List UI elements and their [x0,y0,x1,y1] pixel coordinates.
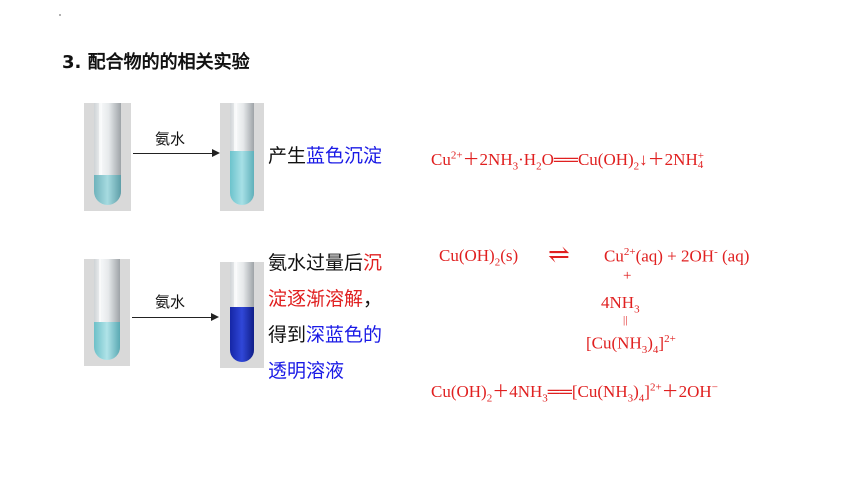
tube-image-after-2 [220,262,264,368]
equilibrium-arrow: ⇌ [548,240,570,269]
light-blue-precipitate [230,151,254,205]
reaction-arrow-1 [133,153,213,154]
light-blue-suspension [94,322,120,360]
section-heading: 3. 配合物的的相关实验 [62,52,250,73]
reaction-arrow-2 [132,317,212,318]
tube-image-before-2 [84,259,130,366]
equation-1: Cu2+＋2NH3·H2O══Cu(OH)2↓＋2NH+4 [431,149,704,173]
ammonia-term: 4NH3 [601,293,640,316]
slide-dot [59,14,61,16]
obs1-highlight: 蓝色沉淀 [306,145,383,167]
arrow-head-icon [212,149,220,157]
complex-ion: [Cu(NH3)4]2+ [586,333,676,357]
plus-sign: + [623,268,632,284]
obs1-prefix: 产生 [268,145,307,167]
pale-liquid [94,175,121,205]
reagent-label-2: 氨水 [155,293,186,311]
overall-equation: Cu(OH)2＋4NH3══[Cu(NH3)4]2+＋2OH− [431,381,718,405]
arrow-head-icon [211,313,219,321]
observation-2: 氨水过量后沉 淀逐渐溶解， 得到深蓝色的 透明溶液 [268,252,383,382]
equilibrium-right: Cu2+(aq) + 2OH- (aq) [604,246,750,266]
observation-1: 产生蓝色沉淀 [268,141,382,171]
deep-blue-solution [230,307,254,362]
reagent-label-1: 氨水 [155,130,186,148]
parallel-arrow: || [623,314,628,326]
tube-image-before-1 [84,103,131,211]
tube-image-after-1 [220,103,264,211]
equilibrium-left: Cu(OH)2(s) [439,246,519,269]
